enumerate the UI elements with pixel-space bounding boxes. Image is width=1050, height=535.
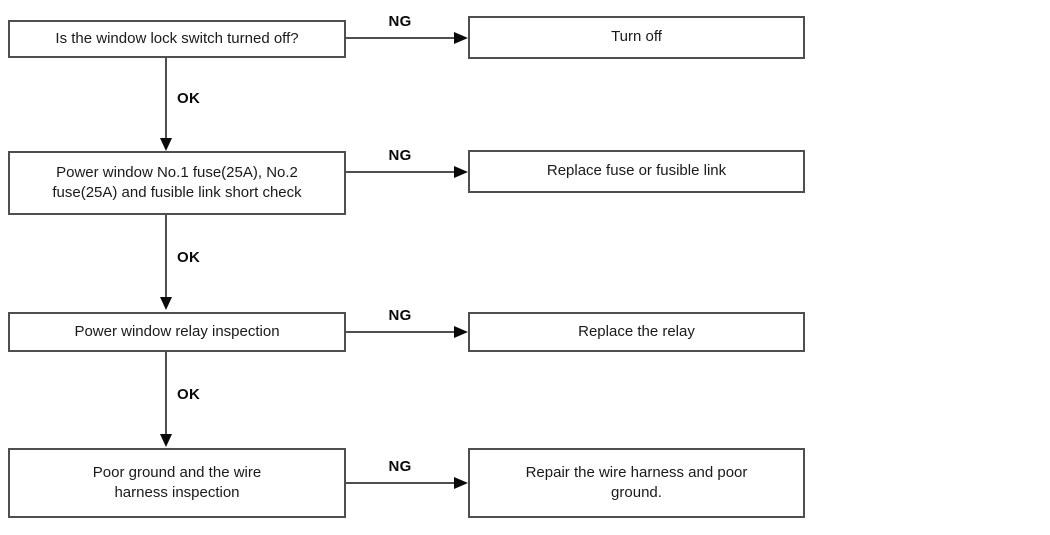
check-box-relay: Power window relay inspection xyxy=(8,312,346,352)
ng-arrow-line xyxy=(346,37,456,39)
check-box-fuse: Power window No.1 fuse(25A), No.2 fuse(2… xyxy=(8,151,346,215)
arrow-right-icon xyxy=(454,477,468,489)
ng-label: NG xyxy=(388,13,412,30)
action-text: Turn off xyxy=(611,28,662,46)
action-box-replace-fuse: Replace fuse or fusible link xyxy=(468,150,805,193)
ng-arrow-line xyxy=(346,331,456,333)
check-text: Is the window lock switch turned off? xyxy=(55,29,299,47)
arrow-down-icon xyxy=(160,297,172,310)
ok-label: OK xyxy=(177,249,201,266)
ok-arrow-line xyxy=(165,352,167,435)
ng-label: NG xyxy=(388,307,412,324)
arrow-down-icon xyxy=(160,138,172,151)
ok-label: OK xyxy=(177,386,201,403)
arrow-right-icon xyxy=(454,166,468,178)
ng-arrow-line xyxy=(346,482,456,484)
arrow-right-icon xyxy=(454,326,468,338)
action-box-repair-harness: Repair the wire harness and poor ground. xyxy=(468,448,805,518)
ng-arrow-line xyxy=(346,171,456,173)
ok-arrow-line xyxy=(165,215,167,298)
action-text: Repair the wire harness and poor ground. xyxy=(525,463,748,501)
ng-label: NG xyxy=(388,458,412,475)
action-box-replace-relay: Replace the relay xyxy=(468,312,805,352)
action-box-turn-off: Turn off xyxy=(468,16,805,59)
arrow-right-icon xyxy=(454,32,468,44)
check-text: Power window No.1 fuse(25A), No.2 fuse(2… xyxy=(52,163,302,201)
action-text: Replace fuse or fusible link xyxy=(546,162,727,180)
ng-label: NG xyxy=(388,147,412,164)
ok-arrow-line xyxy=(165,58,167,139)
check-box-window-lock: Is the window lock switch turned off? xyxy=(8,20,346,58)
action-text: Replace the relay xyxy=(578,322,695,340)
ok-label: OK xyxy=(177,90,201,107)
check-text: Power window relay inspection xyxy=(74,322,280,340)
arrow-down-icon xyxy=(160,434,172,447)
check-box-ground-harness: Poor ground and the wire harness inspect… xyxy=(8,448,346,518)
check-text: Poor ground and the wire harness inspect… xyxy=(92,463,262,501)
